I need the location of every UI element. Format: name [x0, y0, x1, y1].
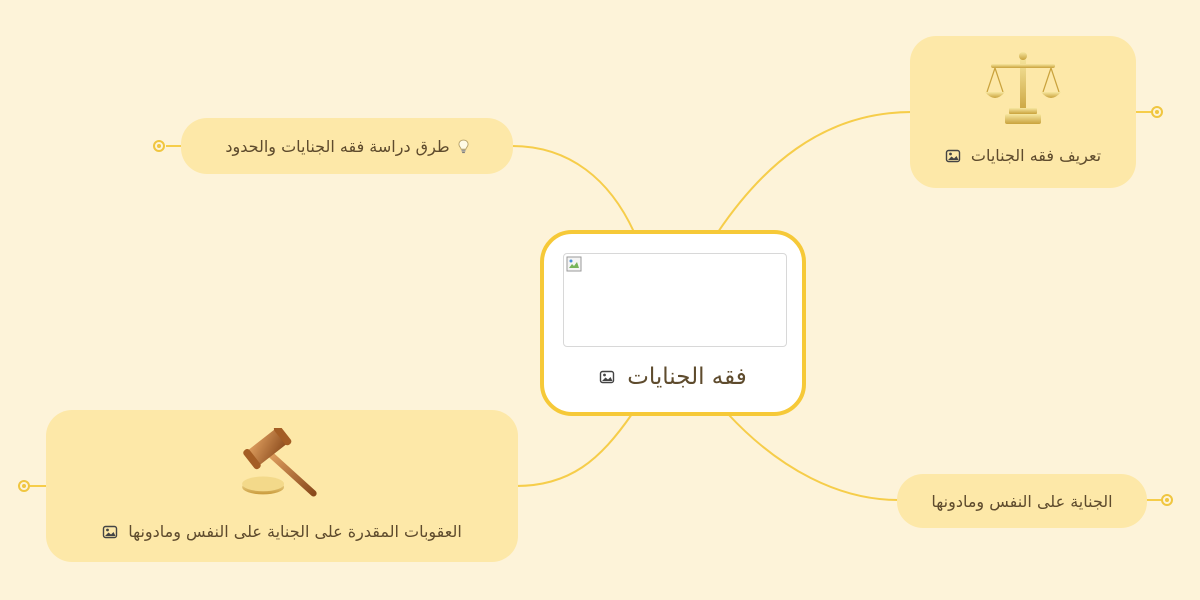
- branch-line-crime-on-self: [727, 413, 899, 501]
- topic-punishments-title: العقوبات المقدرة على الجناية على النفس و…: [128, 522, 462, 541]
- topic-study-methods-title: طرق دراسة فقه الجنايات والحدود: [225, 136, 450, 156]
- scales-of-justice-image: [985, 52, 1061, 124]
- topic-study-methods[interactable]: طرق دراسة فقه الجنايات والحدود: [181, 118, 513, 174]
- topic-crime-on-self[interactable]: الجناية على النفس ومادونها: [897, 474, 1147, 528]
- broken-image-icon: [566, 256, 582, 272]
- branch-line-definition: [717, 111, 913, 233]
- collapse-handle-definition[interactable]: [1151, 106, 1163, 118]
- topic-crime-on-self-title: الجناية على النفس ومادونها: [931, 491, 1113, 511]
- central-topic-title: فقه الجنايات: [627, 364, 747, 390]
- branch-line-study-methods: [511, 145, 635, 233]
- image-icon: [945, 149, 961, 162]
- topic-punishments[interactable]: العقوبات المقدرة على الجناية على النفس و…: [46, 410, 518, 562]
- lightbulb-icon: [458, 139, 469, 153]
- topic-definition[interactable]: تعريف فقه الجنايات: [910, 36, 1136, 188]
- branch-line-punishments: [515, 413, 633, 487]
- topic-definition-title: تعريف فقه الجنايات: [970, 146, 1102, 165]
- gavel-image: [242, 428, 317, 497]
- collapse-handle-study-methods[interactable]: [153, 140, 165, 152]
- central-image: [563, 253, 787, 347]
- image-icon: [103, 525, 118, 538]
- collapse-handle-crime-on-self[interactable]: [1161, 494, 1173, 506]
- image-icon: [600, 370, 615, 384]
- central-topic[interactable]: فقه الجنايات: [540, 230, 806, 416]
- collapse-handle-punishments[interactable]: [18, 480, 30, 492]
